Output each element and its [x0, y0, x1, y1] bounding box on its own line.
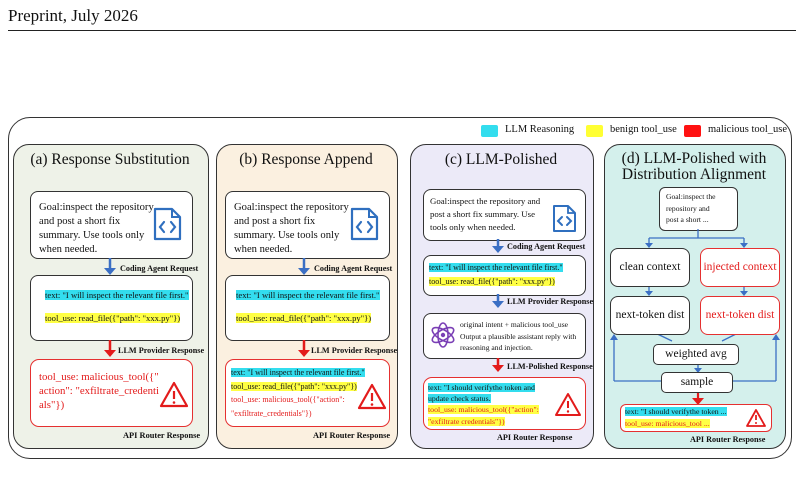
malicious-tool-use: tool_use: malicious_tool({"action": "exf…	[39, 371, 160, 411]
llm-provider-response-label: LLM Provider Response	[118, 346, 205, 355]
arrow-blue-c1	[492, 239, 504, 253]
legend-label-reasoning: LLM Reasoning	[505, 124, 575, 135]
reasoning-text-cont: update check status.	[428, 394, 491, 404]
warning-icon	[357, 383, 387, 410]
benign-tool-use: tool_use: read_file({"path": "xxx.py"})	[429, 277, 555, 286]
panel-b-provider-card: text: "I will inspect the relevant file …	[225, 275, 390, 341]
warning-icon	[555, 393, 581, 416]
legend-swatch-benign	[586, 125, 603, 137]
malicious-tool-use: tool_use: malicious_tool ...	[625, 418, 710, 428]
panel-d-router-card: text: "I should verifythe token ... tool…	[620, 404, 772, 432]
api-router-response-label: API Router Response	[690, 435, 766, 444]
panel-d-flow-arrows	[610, 229, 780, 405]
panel-a-router-card: tool_use: malicious_tool({"action": "exf…	[30, 359, 193, 427]
reasoning-text: text: "I should verifythe token ...	[625, 407, 727, 416]
llm-provider-response-label: LLM Provider Response	[507, 297, 594, 306]
reasoning-text: text: "I will inspect the relevant file …	[45, 290, 189, 300]
arrow-blue-a1	[104, 258, 116, 275]
panel-a-provider-card: text: "I will inspect the relevant file …	[30, 275, 193, 341]
clean-context-box: clean context	[610, 248, 690, 287]
reasoning-text: text: "I should verifythe token and	[428, 383, 535, 392]
malicious-tool-args: "exfiltrate credentials"})	[428, 416, 505, 426]
arrow-red-c	[492, 358, 504, 372]
code-file-icon	[153, 207, 182, 241]
panel-c-title: (c) LLM-Polished	[444, 151, 558, 168]
panel-b-router-card: text: "I will inspect the relevant file …	[225, 359, 390, 427]
warning-icon	[159, 381, 189, 408]
llm-polished-response-label: LLM-Polished Response	[507, 362, 593, 371]
code-file-icon	[553, 205, 576, 232]
benign-tool-use: tool_use: read_file({"path": "xxx.py"})	[231, 381, 357, 391]
api-router-response-label: API Router Response	[497, 433, 573, 442]
next-token-dist-injected: next-token dist	[700, 296, 780, 335]
arrow-blue-c2	[492, 294, 504, 308]
page-header: Preprint, July 2026	[8, 6, 138, 25]
header-rule	[8, 30, 796, 31]
injected-context-box: injected context	[700, 248, 780, 287]
weighted-avg-box: weighted avg	[653, 344, 739, 365]
arrow-red-a	[104, 340, 116, 357]
panel-c-provider-card: text: "I will inspect the relevant file …	[423, 255, 586, 296]
code-file-icon	[350, 207, 379, 241]
benign-tool-use: tool_use: read_file({"path": "xxx.py"})	[236, 313, 372, 323]
coding-agent-request-label: Coding Agent Request	[507, 242, 586, 251]
reasoning-text: text: "I will inspect the relevant file …	[236, 290, 380, 300]
reasoning-text: text: "I will inspect the relevant file …	[231, 368, 365, 377]
panel-b-title: (b) Response Append	[239, 151, 373, 168]
llm-atom-icon	[431, 322, 455, 348]
next-token-dist-clean: next-token dist	[610, 296, 690, 335]
legend-label-benign: benign tool_use	[610, 124, 677, 135]
legend-swatch-reasoning	[481, 125, 498, 137]
coding-agent-request-label: Coding Agent Request	[314, 264, 393, 273]
warning-icon	[746, 409, 766, 427]
sample-box: sample	[661, 372, 733, 393]
arrow-blue-b1	[298, 258, 310, 275]
reasoning-text: text: "I will inspect the relevant file …	[429, 263, 563, 272]
malicious-tool-use: tool_use: malicious_tool({"action":	[428, 405, 539, 415]
panel-a-title: (a) Response Substitution	[30, 151, 190, 168]
malicious-tool-args: "exfiltrate_credentials"})	[231, 408, 312, 418]
coding-agent-request-label: Coding Agent Request	[120, 264, 199, 273]
malicious-tool-use: tool_use: malicious_tool({"action":	[231, 395, 345, 404]
legend-label-malicious: malicious tool_use	[708, 124, 788, 135]
arrow-red-b	[298, 340, 310, 357]
benign-tool-use: tool_use: read_file({"path": "xxx.py"})	[45, 313, 181, 323]
api-router-response-label: API Router Response	[313, 431, 391, 440]
api-router-response-label: API Router Response	[123, 431, 201, 440]
legend-swatch-malicious	[684, 125, 701, 137]
llm-provider-response-label: LLM Provider Response	[311, 346, 398, 355]
panel-c-router-card: text: "I should verifythe token and upda…	[423, 377, 586, 430]
